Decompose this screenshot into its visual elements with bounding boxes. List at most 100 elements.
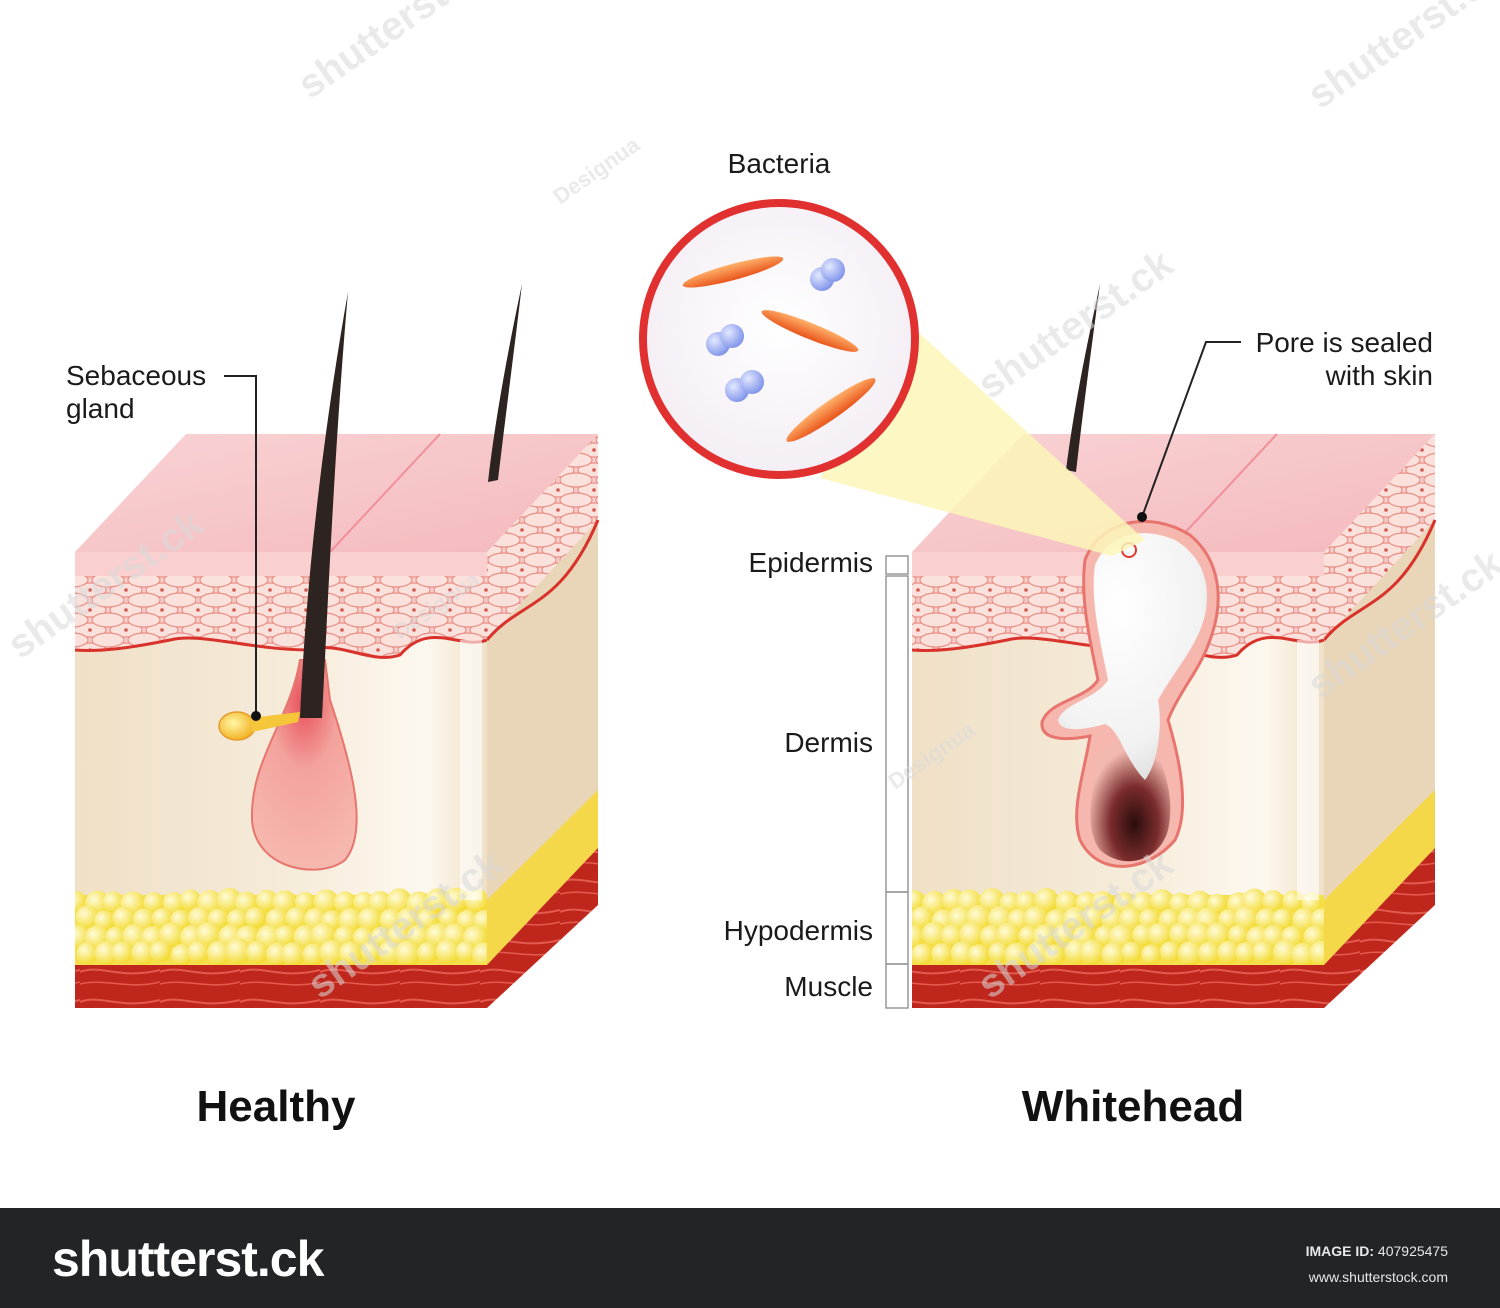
fat-globule (302, 943, 325, 966)
fat-globule (1271, 908, 1293, 930)
fat-globule (143, 892, 164, 913)
fat-globule (294, 891, 316, 913)
fat-globule (245, 940, 269, 964)
fat-globule (1228, 924, 1249, 946)
healthy-title: Healthy (197, 1082, 356, 1131)
fat-globule (1309, 940, 1324, 966)
healthy-top-face (75, 434, 598, 552)
fat-globule (149, 940, 171, 963)
rod-bacterium (682, 256, 784, 288)
fat-globule (1004, 942, 1030, 968)
fat-globule (1262, 890, 1284, 912)
fat-globule (1252, 941, 1275, 964)
fat-globule (180, 889, 202, 911)
fat-globule (425, 888, 450, 913)
fat-globule (102, 891, 124, 913)
fat-globule (394, 940, 421, 967)
fat-globule (1206, 922, 1231, 947)
rod-bacterium (761, 310, 859, 352)
fat-globule (1255, 908, 1278, 931)
fat-globule (255, 889, 278, 912)
fat-globule (417, 941, 439, 964)
fat-globule (357, 907, 383, 932)
sebaceous-leader-line (224, 375, 257, 716)
fat-globule (285, 906, 308, 930)
fat-globule (912, 924, 926, 949)
svg-text:shutterst.ck: shutterst.ck (1300, 0, 1500, 117)
svg-text:shutterst.ck: shutterst.ck (970, 241, 1182, 408)
fat-globule (225, 938, 252, 965)
fat-globule (280, 942, 306, 967)
image-id-label: IMAGE ID: (1305, 1243, 1375, 1259)
sebaceous-label-line1: Sebaceous (66, 360, 206, 391)
fat-globule (76, 942, 99, 965)
healthy-skin-block (75, 284, 600, 1008)
fat-globule (207, 940, 232, 966)
fat-globule (195, 922, 222, 948)
image-id-value: 407925475 (1377, 1243, 1448, 1259)
fat-globule (319, 939, 345, 965)
fat-globule (1197, 941, 1221, 965)
epidermis-label: Epidermis (749, 547, 873, 578)
fat-globule (988, 941, 1010, 963)
whitehead-sebum-plug (1058, 533, 1207, 780)
muscle-label: Muscle (784, 971, 873, 1002)
fat-globule (293, 925, 318, 950)
fat-globule (274, 925, 296, 947)
fat-globule (1235, 941, 1257, 964)
footer-image-info: IMAGE ID: 407925475 www.shutterstock.com (1306, 1238, 1448, 1290)
layer-brackets (885, 555, 909, 1009)
fat-globule (313, 889, 339, 915)
fat-globule (159, 922, 184, 948)
fat-globule (1150, 889, 1174, 913)
fat-globule (1177, 940, 1203, 966)
fat-globule (1291, 942, 1316, 967)
fat-globule (1310, 908, 1324, 931)
fat-globule (1101, 941, 1127, 967)
bacteria-circle (639, 199, 919, 479)
hair-strand (300, 292, 348, 718)
fat-globule (1082, 905, 1106, 929)
whitehead-title: Whitehead (1022, 1082, 1244, 1131)
fat-globule (111, 941, 134, 964)
fat-globule (940, 924, 964, 948)
footer-brand-logo: shutterst.ck (52, 1231, 324, 1287)
fat-globule (1292, 907, 1317, 933)
hair-strand (1066, 284, 1100, 472)
fat-globule (1159, 941, 1181, 963)
fat-globule (333, 891, 356, 914)
bacteria-label: Bacteria (728, 148, 831, 179)
fat-globule (1052, 923, 1076, 947)
fat-globule (472, 942, 487, 967)
sebaceous-label-line2: gland (66, 393, 135, 424)
fat-globule (1147, 922, 1172, 947)
fat-globule (1018, 925, 1039, 946)
fat-globule (1043, 944, 1065, 966)
pore-label-line2: with skin (1325, 360, 1433, 391)
fat-globule (386, 888, 412, 915)
fat-globule (1121, 941, 1142, 963)
dermis-label: Dermis (784, 727, 873, 758)
fat-globule (921, 921, 947, 947)
svg-text:shutterst.ck: shutterst.ck (290, 0, 502, 107)
fat-globule (435, 939, 461, 964)
fat-globule (912, 890, 925, 911)
fat-globule (75, 905, 100, 929)
pore-leader-line (1141, 341, 1241, 518)
fat-globule (931, 942, 953, 965)
fat-globule (265, 908, 289, 931)
stock-footer: shutterst.ck IMAGE ID: 407925475 www.shu… (0, 1208, 1500, 1308)
fat-globule (360, 941, 382, 962)
fat-globule (187, 940, 210, 963)
sebaceous-gland (218, 711, 256, 741)
fat-globule (244, 907, 266, 929)
fat-globule (170, 943, 193, 966)
fat-globule (967, 944, 990, 966)
fat-globule (1034, 888, 1059, 913)
fat-globule (162, 892, 185, 915)
fat-globule (1169, 922, 1192, 946)
hair-strand (488, 284, 522, 482)
fat-globule (959, 922, 985, 948)
fat-globule (1217, 940, 1240, 964)
